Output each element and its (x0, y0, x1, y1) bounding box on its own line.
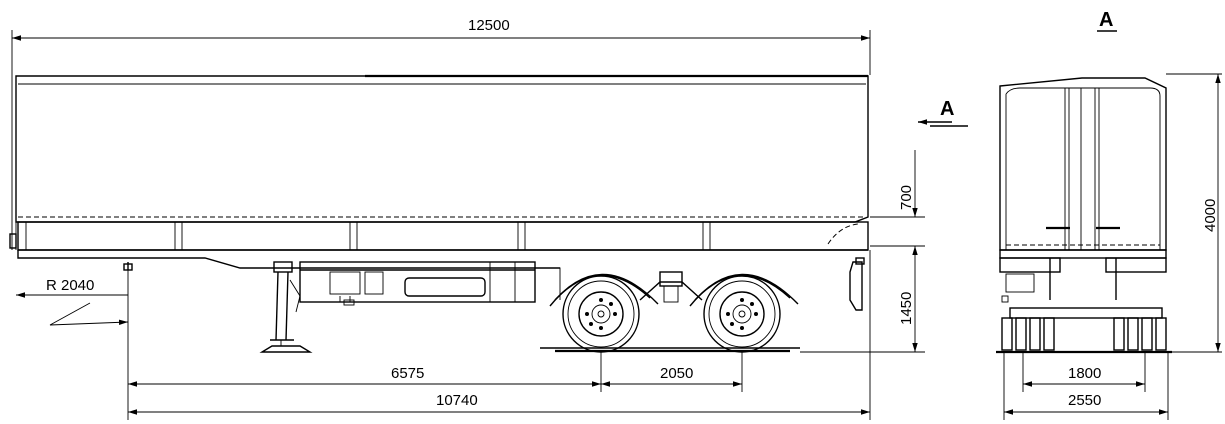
wheel-front (562, 275, 640, 353)
view-arrow-label: A (940, 98, 954, 120)
suspension (549, 271, 799, 307)
curtain-body (15, 75, 869, 223)
track-width-label: 1800 (1068, 365, 1101, 382)
overall-width-label: 2550 (1068, 392, 1101, 409)
side-dimensions: 12500 A 700 1450 R 2040 6575 2050 10740 (12, 17, 968, 420)
section-label: A (1099, 9, 1113, 31)
kingpin-to-axle-label: 6575 (391, 365, 424, 382)
side-rail (17, 221, 869, 251)
rear-body (999, 77, 1167, 251)
deck-height-label: 1450 (898, 292, 915, 325)
chassis-frame (299, 261, 561, 306)
axle-spacing-label: 2050 (660, 365, 693, 382)
kingpin-radius-label: R 2040 (46, 277, 94, 294)
side-view (9, 30, 871, 420)
height-above-deck-label: 700 (898, 185, 915, 210)
rear-dimensions: 4000 1800 2550 (1003, 73, 1222, 420)
wheel-rear (703, 275, 781, 353)
rear-wheels (1001, 317, 1167, 351)
total-height-label: 4000 (1202, 199, 1219, 232)
rear-view: A (996, 9, 1172, 354)
kingpin (123, 262, 133, 420)
view-arrow: A (918, 98, 968, 127)
overall-length-label: 12500 (468, 17, 510, 34)
landing-gear (259, 261, 313, 353)
kingpin-to-rear-label: 10740 (436, 392, 478, 409)
